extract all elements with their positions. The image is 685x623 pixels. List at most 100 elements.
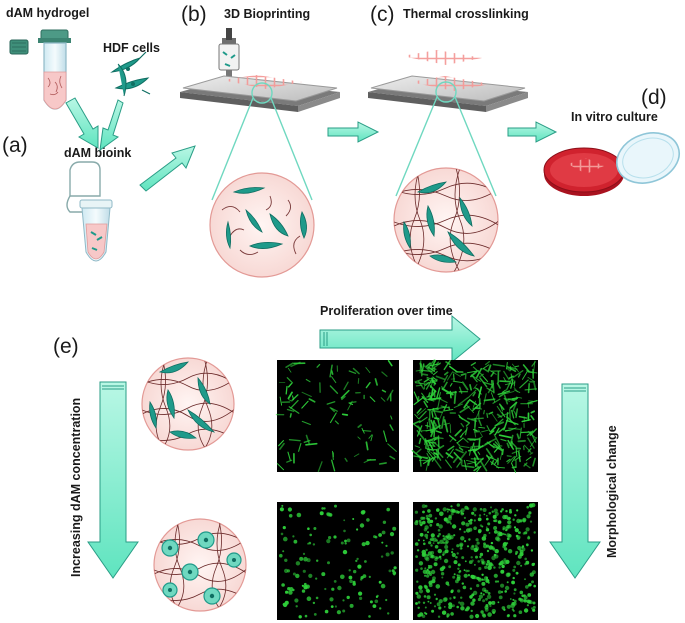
cell-mark — [424, 606, 427, 609]
cell-mark — [437, 535, 440, 538]
cell-mark — [359, 596, 363, 601]
cell-mark — [529, 452, 534, 455]
cell-mark — [466, 545, 470, 548]
cell-mark — [425, 424, 430, 427]
cell-mark — [417, 606, 420, 609]
cell-mark — [278, 440, 284, 447]
cell-mark — [504, 382, 512, 386]
cell-mark — [473, 526, 477, 530]
cell-mark — [285, 590, 289, 594]
cell-mark — [473, 428, 478, 432]
cell-group-b — [226, 187, 307, 250]
cell-mark — [422, 601, 426, 604]
cell-mark — [331, 376, 337, 384]
cell-mark — [413, 420, 421, 425]
cell-mark — [425, 447, 435, 452]
cell-mark — [503, 560, 508, 565]
cell-mark — [469, 595, 473, 599]
cell-mark — [505, 510, 508, 513]
cell-mark — [483, 393, 487, 405]
cell-mark — [357, 424, 362, 429]
cell-mark — [469, 518, 473, 522]
cell-mark — [493, 433, 501, 446]
cell-mark — [521, 594, 524, 597]
cell-mark — [486, 517, 489, 521]
printer-syringe-icon — [218, 28, 240, 78]
cell-mark — [506, 581, 509, 584]
cell-mark — [463, 516, 466, 520]
cell-mark — [531, 580, 534, 584]
cell-mark — [445, 459, 452, 469]
cell-mark — [445, 361, 451, 366]
cell-mark — [482, 508, 487, 512]
cell-mark — [357, 436, 361, 440]
cell-mark — [473, 445, 484, 453]
cell-mark — [420, 567, 423, 570]
cell-mark — [422, 539, 425, 542]
cell-mark — [446, 508, 449, 511]
cell-mark — [456, 438, 464, 444]
cell-mark — [512, 576, 515, 580]
cell-mark — [459, 405, 470, 414]
cell-mark — [514, 514, 517, 517]
cell-mark — [515, 396, 523, 399]
cell-mark — [413, 391, 419, 402]
cell-mark — [473, 436, 483, 441]
cell-mark — [425, 553, 428, 557]
cell-mark — [415, 369, 421, 372]
cell-mark — [349, 401, 357, 404]
cell-mark — [480, 592, 483, 595]
cell-mark — [301, 391, 312, 397]
cell-mark — [487, 522, 491, 526]
cell-mark — [443, 419, 449, 433]
cell-mark — [471, 559, 474, 562]
cell-mark — [355, 559, 358, 563]
cell-mark — [455, 510, 459, 514]
cell-mark — [392, 571, 397, 575]
cell-mark — [503, 394, 509, 405]
cell-mark — [454, 429, 462, 437]
cell-mark — [532, 605, 536, 609]
cell-mark — [486, 560, 490, 564]
cell-mark — [369, 396, 376, 403]
cell-mark — [475, 409, 481, 420]
cell-mark — [434, 556, 438, 559]
cell-mark — [471, 544, 475, 548]
cell-mark — [447, 445, 455, 451]
cell-mark — [481, 578, 484, 581]
cell-mark — [381, 530, 386, 535]
cell-mark — [306, 596, 312, 601]
cell-mark — [463, 399, 470, 409]
cell-mark — [286, 459, 293, 463]
cell-mark — [425, 362, 431, 368]
cell-mark — [488, 602, 492, 605]
cell-mark — [458, 571, 461, 574]
cell-mark — [420, 516, 424, 520]
cell-mark — [341, 413, 349, 416]
cell-mark — [472, 590, 478, 596]
cell-mark — [507, 516, 511, 521]
cell-mark — [419, 455, 422, 467]
cell-mark — [379, 607, 382, 610]
cell-mark — [485, 576, 489, 580]
cell-mark — [506, 458, 511, 463]
cell-mark — [490, 411, 498, 422]
cell-mark — [490, 392, 496, 403]
cell-mark — [476, 541, 480, 545]
cell-mark — [423, 542, 426, 546]
cell-mark — [527, 599, 532, 604]
cell-mark — [308, 573, 313, 579]
cell-mark — [288, 399, 293, 402]
cell-mark — [529, 437, 538, 448]
cell-mark — [425, 588, 430, 592]
zoom-connector-c — [395, 81, 497, 197]
cell-mark — [513, 599, 517, 603]
zoom-circle-c — [393, 167, 499, 273]
cell-mark — [388, 569, 392, 573]
cell-mark — [496, 405, 504, 415]
cell-mark — [419, 416, 428, 424]
cell-mark — [474, 406, 481, 409]
flow-arrow-c-to-d — [507, 121, 558, 143]
cell-group-c — [403, 181, 475, 263]
cell-mark — [365, 540, 370, 546]
